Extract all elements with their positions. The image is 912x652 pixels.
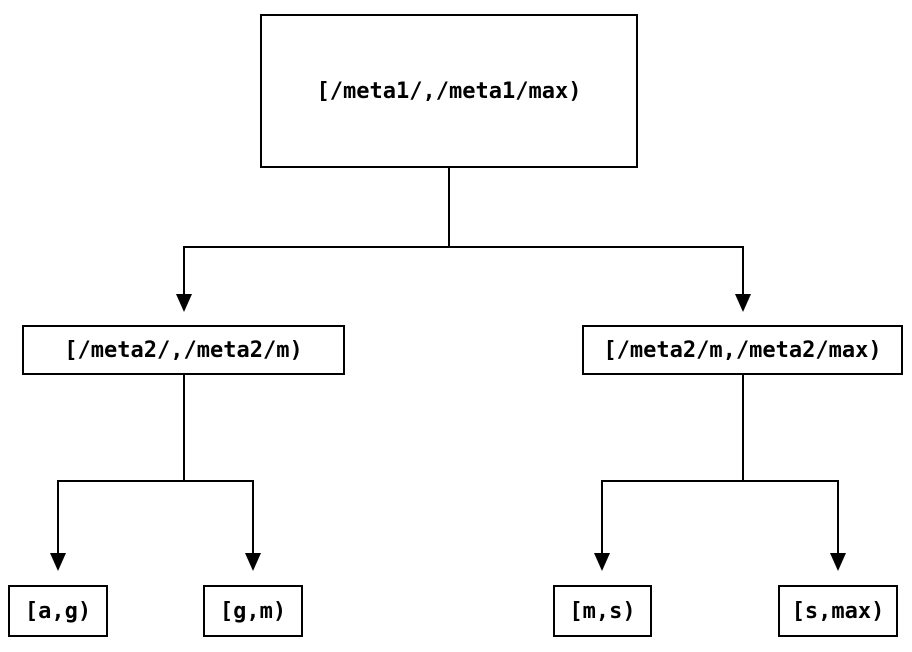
node-root: [/meta1/,/meta1/max) [260, 14, 638, 168]
arrow-down-icon [176, 294, 192, 312]
node-leaf-ag-label: [a,g) [24, 598, 92, 624]
node-root-label: [/meta1/,/meta1/max) [316, 78, 582, 104]
node-leaf-ag: [a,g) [8, 585, 108, 637]
node-leaf-smax: [s,max) [778, 585, 898, 637]
edge-root-to-children [176, 168, 751, 312]
node-leaf-gm-label: [g,m) [219, 598, 287, 624]
node-leaf-gm: [g,m) [203, 585, 303, 637]
arrow-down-icon [50, 553, 66, 571]
node-meta2-right: [/meta2/m,/meta2/max) [582, 325, 903, 375]
arrow-down-icon [735, 294, 751, 312]
node-leaf-ms: [m,s) [553, 585, 652, 637]
edge-meta2-right-to-children [594, 375, 846, 571]
arrow-down-icon [830, 553, 846, 571]
node-leaf-smax-label: [s,max) [791, 598, 885, 624]
node-leaf-ms-label: [m,s) [569, 598, 636, 624]
edge-meta2-left-to-children [50, 375, 261, 571]
node-meta2-left-label: [/meta2/,/meta2/m) [64, 337, 303, 363]
node-meta2-right-label: [/meta2/m,/meta2/max) [603, 337, 882, 363]
arrow-down-icon [594, 553, 610, 571]
arrow-down-icon [245, 553, 261, 571]
node-meta2-left: [/meta2/,/meta2/m) [22, 325, 345, 375]
